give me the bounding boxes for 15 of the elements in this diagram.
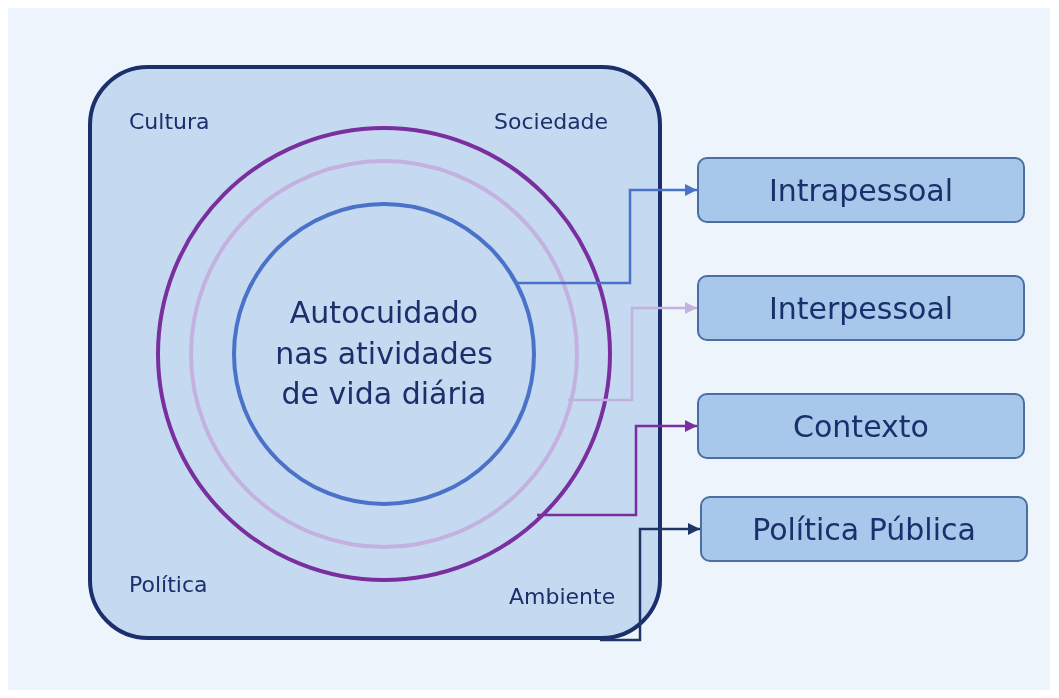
arrow — [568, 301, 697, 402]
arrow — [600, 522, 700, 642]
label-box: Intrapessoal — [697, 157, 1025, 223]
arrow — [516, 183, 697, 285]
rounded-panel — [88, 65, 662, 640]
label-box: Interpessoal — [697, 275, 1025, 341]
category-label: Ambiente — [509, 584, 616, 609]
ring — [189, 159, 579, 549]
label-box: Contexto — [697, 393, 1025, 459]
arrow — [537, 419, 697, 517]
category-label: Política — [129, 572, 208, 597]
inner-circle: Autocuidado nas atividades de vida diária — [232, 202, 536, 506]
category-label: Sociedade — [494, 109, 609, 134]
label-box: Política Pública — [700, 496, 1028, 562]
category-label: Cultura — [129, 109, 210, 134]
